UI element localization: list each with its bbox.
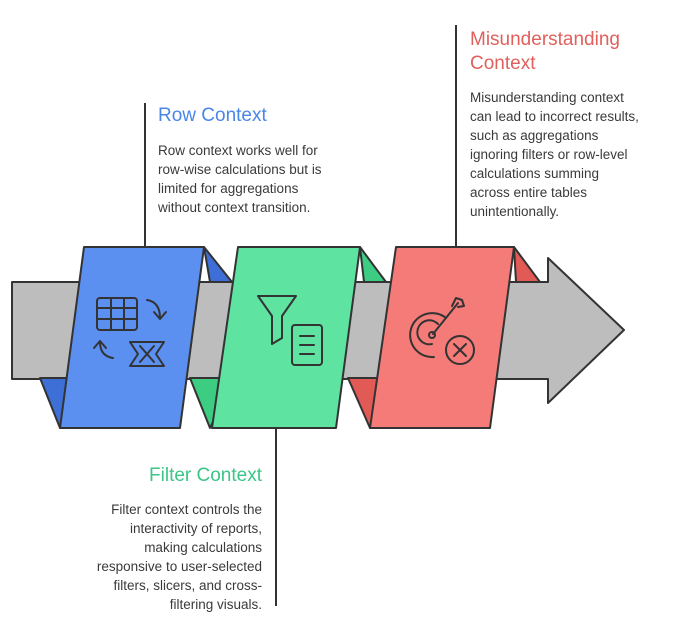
filter-context-line: making calculations [144,540,262,555]
row-context-line: without context transition. [158,200,311,215]
filter-context-line: filters, slicers, and cross- [113,578,262,593]
row-context-heading: Row Context [158,105,267,126]
misunderstanding-context-line: such as aggregations [470,128,599,143]
table-transform-icon [93,297,167,367]
funnel-document-icon [257,295,323,366]
filter-context-band [189,246,387,429]
misunderstanding-context-line: calculations summing [470,166,600,181]
misunderstanding-context-line: can lead to incorrect results, [470,109,639,124]
filter-context-line: interactivity of reports, [129,521,262,536]
row-context-line: row-wise calculations but is [158,162,322,177]
misunderstanding-context-line: across entire tables [470,185,588,200]
row-context-description: Row context works well for row-wise calc… [158,141,322,217]
misunderstanding-context-line: unintentionally. [470,204,560,219]
misunderstanding-heading-line: Misunderstanding [470,29,620,50]
row-context-band [39,246,233,429]
misunderstanding-context-description: Misunderstanding context can lead to inc… [470,88,639,221]
misunderstanding-context-line: Misunderstanding context [470,90,624,105]
row-context-line: Row context works well for [158,143,318,158]
row-context-line: limited for aggregations [158,181,299,196]
filter-context-line: responsive to user-selected [96,559,262,574]
misunderstanding-heading-line: Context [470,53,536,74]
misunderstanding-context-line: ignoring filters or row-level [470,147,628,162]
filter-context-line: filtering visuals. [169,597,262,612]
misunderstanding-context-band [347,246,541,429]
filter-context-heading: Filter Context [149,465,262,486]
missed-target-icon [409,297,475,365]
filter-context-line: Filter context controls the [111,502,262,517]
filter-context-description: Filter context controls the interactivit… [97,500,262,614]
misunderstanding-context-heading: Misunderstanding Context [470,28,620,76]
